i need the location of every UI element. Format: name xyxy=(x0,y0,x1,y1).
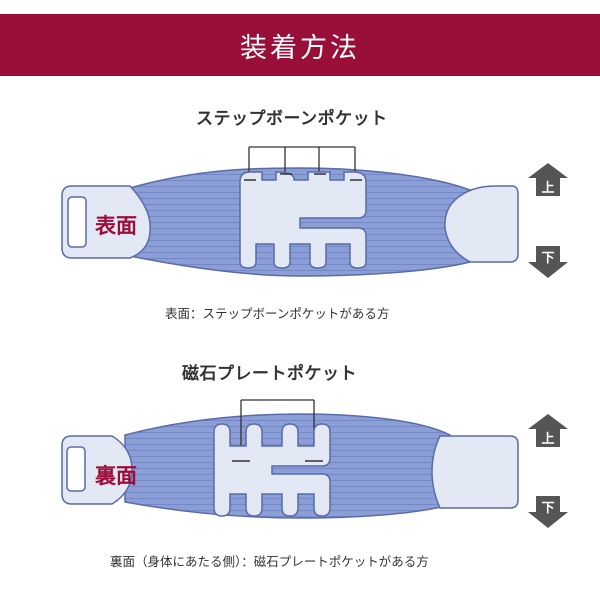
front-caption: 表面：ステップボーンポケットがある方 xyxy=(165,306,390,321)
svg-text:上: 上 xyxy=(541,432,554,447)
svg-text:下: 下 xyxy=(541,501,554,516)
step-bone-pocket-label: ステップボーンポケット xyxy=(196,109,388,129)
svg-text:下: 下 xyxy=(541,251,554,266)
front-side-label: 表面 xyxy=(95,214,137,238)
back-side-label: 裏面 xyxy=(95,464,137,488)
front-belt-diagram: 上 下 xyxy=(61,146,568,278)
step-bone-panel xyxy=(239,171,367,269)
back-belt-right-pad xyxy=(431,435,519,509)
back-down-arrow: 下 xyxy=(528,496,568,528)
page-title: 装着方法 xyxy=(240,32,360,64)
front-down-arrow: 下 xyxy=(528,246,568,278)
back-caption: 裏面（身体にあたる側）：磁石プレートポケットがある方 xyxy=(110,554,429,569)
front-up-arrow: 上 xyxy=(528,163,568,196)
front-belt-right-pad xyxy=(444,185,519,263)
back-belt-buckle-slot xyxy=(66,446,86,492)
title-banner: 装着方法 xyxy=(0,14,600,76)
back-up-arrow: 上 xyxy=(528,414,568,447)
back-belt-diagram: 上 下 xyxy=(61,399,568,528)
svg-text:上: 上 xyxy=(541,181,554,196)
step-bone-pocket-slots xyxy=(244,173,362,181)
magnet-plate-pocket-label: 磁石プレートポケット xyxy=(182,364,357,384)
front-belt-buckle-slot xyxy=(67,196,87,248)
magnet-plate-panel xyxy=(213,423,331,517)
